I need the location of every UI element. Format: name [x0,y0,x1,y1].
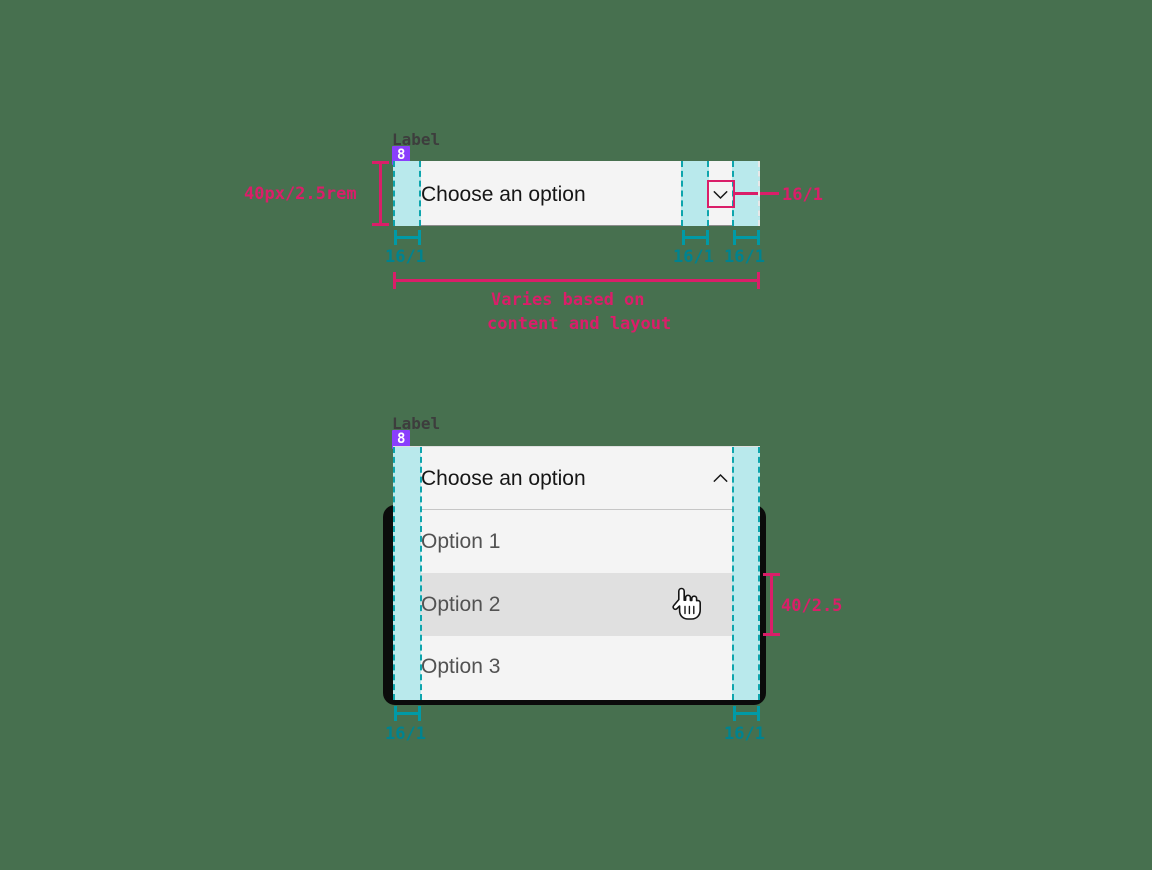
closed-select-left-padding-annotation: 16/1 [385,247,426,267]
closed-select-icon-gap-band [681,161,709,226]
open-select-left-padding-mark [394,705,421,721]
open-select-label: Label [392,414,441,433]
closed-select-right-padding-mark [733,229,760,245]
closed-select-width-rule [393,270,760,290]
open-select-right-padding-band [732,447,760,700]
open-select-left-padding-band [393,447,421,700]
closed-select-icon-size-leader [735,192,779,195]
open-select-right-padding-mark [733,705,760,721]
list-item-label: Option 3 [421,655,501,678]
open-select-field[interactable] [393,446,760,510]
closed-select-height-annotation: 40px/2.5rem [244,184,357,204]
closed-select-label: Label [392,130,441,149]
open-select-item-height-rule [761,573,781,636]
chevron-up-icon[interactable] [710,468,731,489]
open-select-left-band-edge-outer [393,447,395,700]
closed-select-left-padding-band [393,161,421,226]
closed-select-placeholder: Choose an option [421,183,586,206]
closed-select-left-padding-mark [394,229,421,245]
closed-select-width-annotation-line2: content and layout [487,314,672,334]
open-select-right-padding-annotation: 16/1 [724,724,765,744]
open-select-field-top-border [393,446,760,447]
open-select-label-spacing-badge: 8 [392,430,411,449]
pointer-hand-cursor [671,586,703,622]
badge-value: 8 [392,430,411,449]
open-select-placeholder: Choose an option [421,467,586,490]
list-item-label: Option 2 [421,593,501,616]
open-select-item-height-annotation: 40/2.5 [781,596,843,616]
open-select-right-band-edge-outer [758,447,760,700]
open-select-right-band-edge-inner [732,447,734,700]
chevron-down-icon[interactable] [710,184,731,205]
closed-select-icon-size-box [707,180,735,208]
list-item-label: Option 1 [421,530,501,553]
closed-select-icon-gap-annotation: 16/1 [673,247,714,267]
closed-select-label-spacing-badge: 8 [392,146,411,165]
list-item[interactable] [393,510,760,573]
closed-select-height-rule [370,161,390,226]
closed-select-width-annotation-line1: Varies based on [491,290,645,310]
closed-select-icon-gap-mark [682,229,709,245]
closed-select-icon-size-annotation: 16/1 [782,185,823,205]
closed-select-right-guide [758,161,760,226]
badge-value: 8 [392,146,411,165]
open-select-left-padding-annotation: 16/1 [385,724,426,744]
list-item[interactable] [393,636,760,700]
closed-select-right-padding-annotation: 16/1 [724,247,765,267]
open-select-left-band-edge-inner [420,447,422,700]
